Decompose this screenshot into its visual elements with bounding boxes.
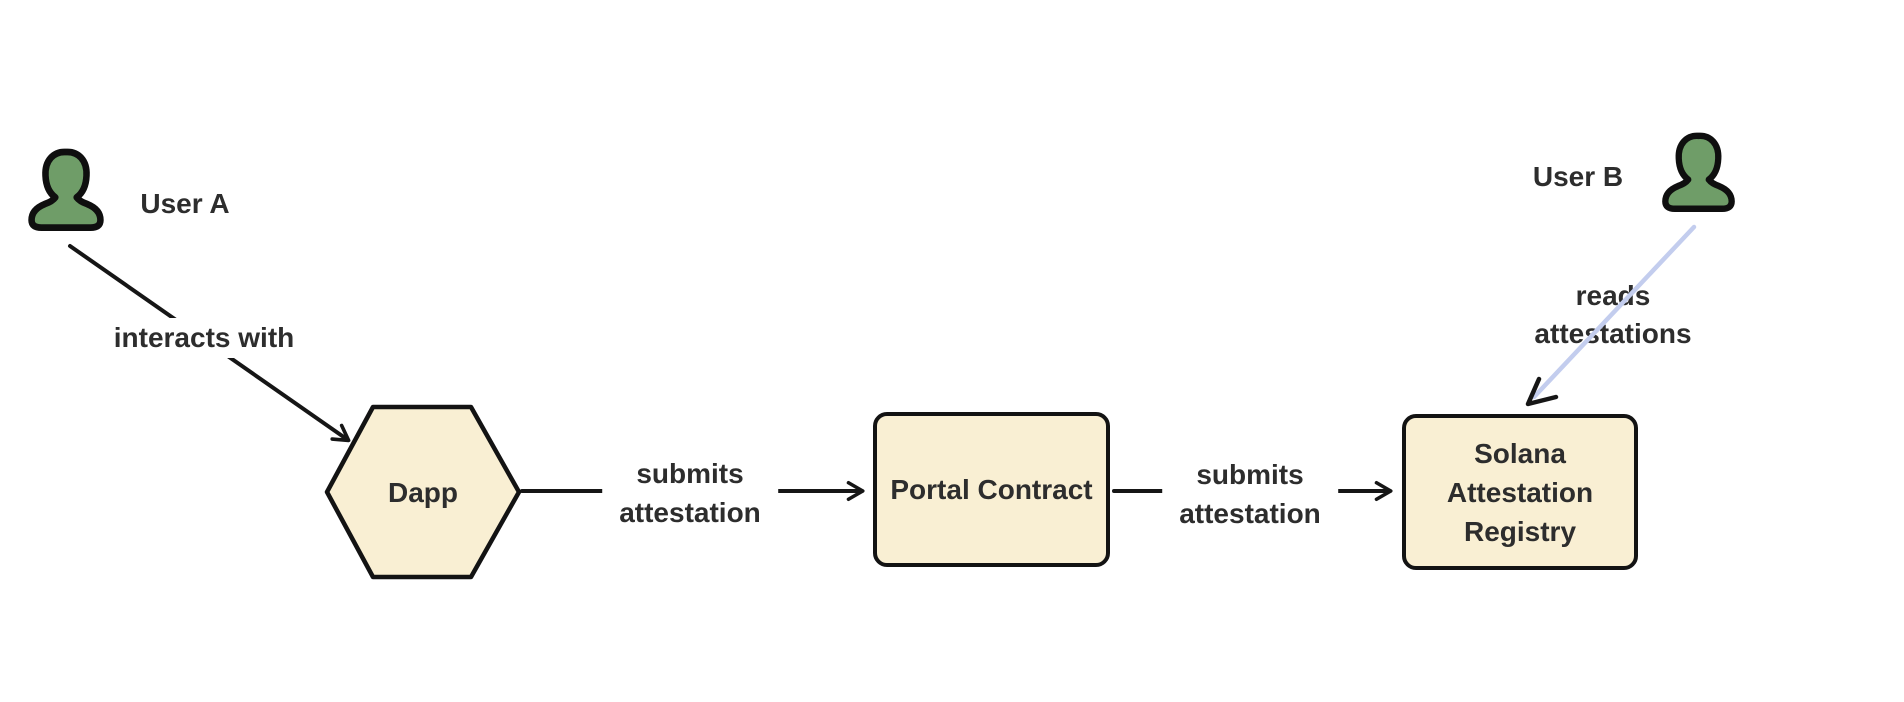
node-portal-contract-label: Portal Contract xyxy=(890,473,1093,505)
node-label-line: Registry xyxy=(1463,515,1577,547)
edge-label-submits-attestation-2: submits attestation xyxy=(1162,454,1338,534)
edge-userb-registry-arrowhead xyxy=(1525,376,1559,407)
edge-label-line: submits xyxy=(1196,459,1304,490)
edge-label-submits-attestation-1: submits attestation xyxy=(602,453,778,533)
user-b-person-icon xyxy=(1662,132,1735,213)
edge-label-interacts-with: interacts with xyxy=(96,318,312,358)
edge-label-line: attestation xyxy=(1179,498,1321,529)
node-dapp-label: Dapp xyxy=(388,477,458,508)
user-b-label: User B xyxy=(1532,161,1624,192)
node-dapp-hexagon xyxy=(324,404,522,580)
user-a-person-icon xyxy=(28,148,104,232)
edge-label-line: submits xyxy=(636,458,744,489)
node-solana-attestation-registry: Solana Attestation Registry xyxy=(1402,414,1638,570)
node-solana-attestation-registry-label: Solana Attestation Registry xyxy=(1447,434,1593,551)
edge-label-line: attestations xyxy=(1534,318,1692,349)
node-label-line: Attestation xyxy=(1446,476,1594,508)
user-a-label: User A xyxy=(140,188,230,219)
node-portal-contract: Portal Contract xyxy=(873,412,1110,567)
edge-label-line: attestation xyxy=(619,497,761,528)
edge-userb-registry xyxy=(1531,224,1697,400)
node-label-line: Solana xyxy=(1474,437,1566,469)
